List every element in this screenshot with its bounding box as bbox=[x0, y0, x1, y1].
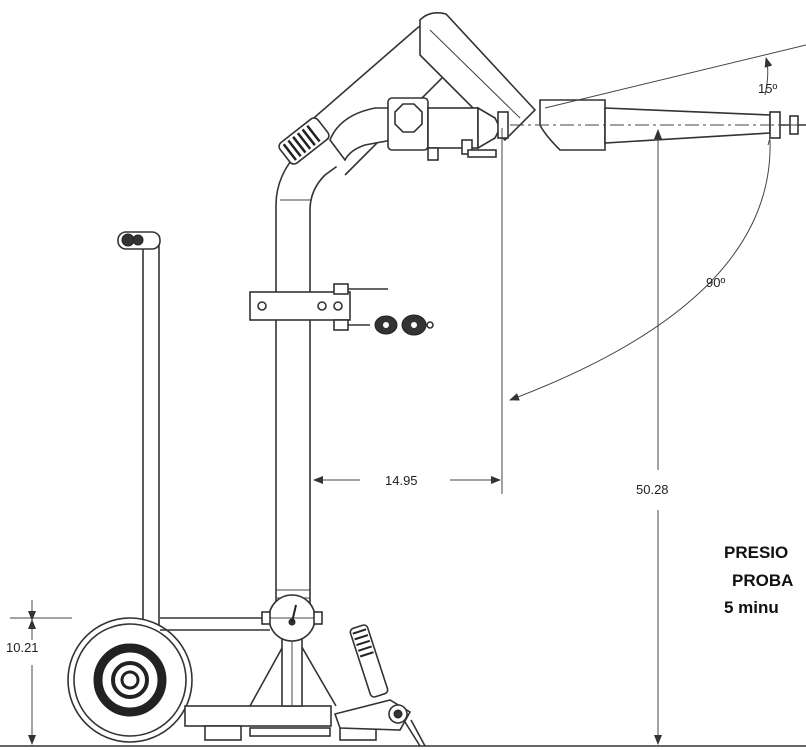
swing-angle-dimension: 90º bbox=[509, 137, 771, 401]
pressure-note: PRESIO PROBA 5 minu bbox=[724, 543, 793, 617]
tilt-angle-label: 15º bbox=[758, 81, 777, 96]
tilt-angle-dimension: 15º bbox=[544, 44, 806, 109]
swing-angle-label: 90º bbox=[706, 275, 725, 290]
reach-dimension: 14.95 bbox=[313, 473, 501, 488]
note-line-1: PRESIO bbox=[724, 543, 788, 562]
pressure-gauge bbox=[261, 594, 323, 642]
wheel bbox=[67, 617, 193, 743]
cart-handle bbox=[117, 231, 161, 627]
height-label: 50.28 bbox=[636, 482, 669, 497]
main-column bbox=[275, 111, 381, 620]
base-frame bbox=[160, 617, 377, 741]
note-line-3: 5 minu bbox=[724, 598, 779, 617]
reach-label: 14.95 bbox=[385, 473, 418, 488]
foot-pedal bbox=[333, 624, 426, 747]
nozzle bbox=[510, 99, 806, 151]
column-clamp bbox=[249, 283, 434, 336]
wheel-height-dimension: 10.21 bbox=[6, 600, 72, 745]
arm-handgrip bbox=[278, 117, 330, 165]
note-line-2: PROBA bbox=[732, 571, 793, 590]
wheel-height-label: 10.21 bbox=[6, 640, 39, 655]
arm-joint bbox=[329, 97, 509, 162]
height-dimension: 50.28 bbox=[636, 129, 669, 745]
